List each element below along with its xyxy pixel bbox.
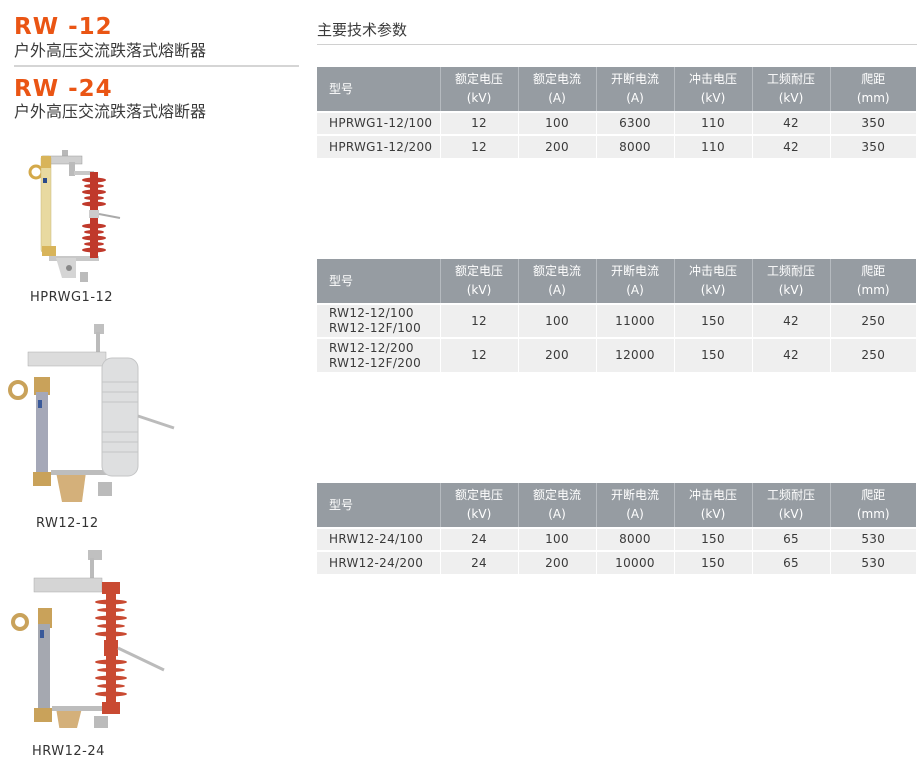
cell-value: 150 (673, 303, 752, 338)
cell-value: 350 (829, 111, 916, 135)
header-creepage-distance: 爬距(mm) (829, 483, 916, 528)
cell-value: 6300 (595, 111, 674, 135)
cell-value: 42 (751, 303, 830, 338)
fuse-cutout-icon (8, 324, 175, 502)
cell-value: 65 (751, 550, 830, 574)
header-power-frequency-withstand: 工频耐压(kV) (751, 483, 830, 528)
header-breaking-current: 开断电流(A) (595, 259, 674, 304)
header-breaking-current: 开断电流(A) (595, 67, 674, 112)
cell-model: HRW12-24/100 (317, 527, 440, 551)
product-series-panel: RW -12 户外高压交流跌落式熔断器 RW -24 户外高压交流跌落式熔断器 (0, 0, 305, 772)
cell-value: 110 (673, 111, 752, 135)
header-rated-current: 额定电流(A) (517, 483, 596, 528)
cell-value: 100 (517, 527, 596, 551)
header-creepage-distance: 爬距(mm) (829, 67, 916, 112)
header-power-frequency-withstand: 工频耐压(kV) (751, 259, 830, 304)
header-impulse-voltage: 冲击电压(kV) (673, 483, 752, 528)
series-title-rw24: RW -24 (14, 76, 113, 102)
cell-value: 12 (439, 111, 518, 135)
header-model: 型号 (317, 67, 440, 112)
cell-value: 250 (829, 337, 916, 372)
cell-value: 24 (439, 527, 518, 551)
cell-value: 250 (829, 303, 916, 338)
section-divider (317, 44, 917, 45)
header-breaking-current: 开断电流(A) (595, 483, 674, 528)
cell-value: 11000 (595, 303, 674, 338)
series-title-rw12: RW -12 (14, 14, 113, 40)
spec-table-hrw12-24: 型号 额定电压(kV) 额定电流(A) 开断电流(A) 冲击电压(kV) 工频耐… (317, 483, 916, 574)
series-subtitle-rw12: 户外高压交流跌落式熔断器 (14, 41, 207, 60)
spec-table-rw12-12: 型号 额定电压(kV) 额定电流(A) 开断电流(A) 冲击电压(kV) 工频耐… (317, 259, 916, 372)
cell-value: 12000 (595, 337, 674, 372)
cell-value: 150 (673, 337, 752, 372)
cell-value: 8000 (595, 134, 674, 158)
cell-value: 200 (517, 337, 596, 372)
section-title: 主要技术参数 (317, 21, 408, 39)
product-image-hprwg1-12: HPRWG1-12 (14, 146, 129, 305)
header-model: 型号 (317, 483, 440, 528)
cell-value: 12 (439, 303, 518, 338)
table-header-row: 型号 额定电压(kV) 额定电流(A) 开断电流(A) 冲击电压(kV) 工频耐… (317, 483, 916, 528)
cell-value: 42 (751, 337, 830, 372)
header-rated-current: 额定电流(A) (517, 259, 596, 304)
header-model: 型号 (317, 259, 440, 304)
cell-value: 42 (751, 134, 830, 158)
table-row: HPRWG1-12/100 12 100 6300 110 42 350 (317, 111, 916, 135)
table-header-row: 型号 额定电压(kV) 额定电流(A) 开断电流(A) 冲击电压(kV) 工频耐… (317, 67, 916, 112)
table-row: HRW12-24/200 24 200 10000 150 65 530 (317, 550, 916, 574)
cell-value: 150 (673, 550, 752, 574)
header-rated-voltage: 额定电压(kV) (439, 483, 518, 528)
header-impulse-voltage: 冲击电压(kV) (673, 259, 752, 304)
table-row: HPRWG1-12/200 12 200 8000 110 42 350 (317, 134, 916, 158)
cell-value: 12 (439, 337, 518, 372)
cell-value: 65 (751, 527, 830, 551)
table-header-row: 型号 额定电压(kV) 额定电流(A) 开断电流(A) 冲击电压(kV) 工频耐… (317, 259, 916, 304)
product-image-hrw12-24: HRW12-24 (6, 548, 181, 763)
header-power-frequency-withstand: 工频耐压(kV) (751, 67, 830, 112)
cell-model: HPRWG1-12/200 (317, 134, 440, 158)
fuse-cutout-icon (11, 550, 165, 732)
header-rated-voltage: 额定电压(kV) (439, 67, 518, 112)
cell-value: 530 (829, 550, 916, 574)
header-impulse-voltage: 冲击电压(kV) (673, 67, 752, 112)
fuse-cutout-icon (28, 150, 121, 282)
product-label: HRW12-24 (32, 744, 105, 759)
cell-value: 200 (517, 134, 596, 158)
cell-model: HRW12-24/200 (317, 550, 440, 574)
cell-value: 8000 (595, 527, 674, 551)
cell-value: 24 (439, 550, 518, 574)
cell-model: HPRWG1-12/100 (317, 111, 440, 135)
cell-value: 12 (439, 134, 518, 158)
cell-value: 530 (829, 527, 916, 551)
cell-value: 100 (517, 303, 596, 338)
product-label: RW12-12 (36, 516, 99, 531)
cell-value: 10000 (595, 550, 674, 574)
product-label: HPRWG1-12 (30, 290, 114, 305)
cell-value: 42 (751, 111, 830, 135)
cell-value: 110 (673, 134, 752, 158)
product-image-rw12-12: RW12-12 (6, 322, 181, 531)
header-rated-current: 额定电流(A) (517, 67, 596, 112)
series-divider (14, 65, 299, 67)
cell-value: 350 (829, 134, 916, 158)
header-rated-voltage: 额定电压(kV) (439, 259, 518, 304)
table-row: HRW12-24/100 24 100 8000 150 65 530 (317, 527, 916, 551)
spec-table-hprwg1: 型号 额定电压(kV) 额定电流(A) 开断电流(A) 冲击电压(kV) 工频耐… (317, 67, 916, 158)
cell-value: 200 (517, 550, 596, 574)
cell-value: 150 (673, 527, 752, 551)
header-creepage-distance: 爬距(mm) (829, 259, 916, 304)
series-subtitle-rw24: 户外高压交流跌落式熔断器 (14, 102, 207, 121)
cell-value: 100 (517, 111, 596, 135)
